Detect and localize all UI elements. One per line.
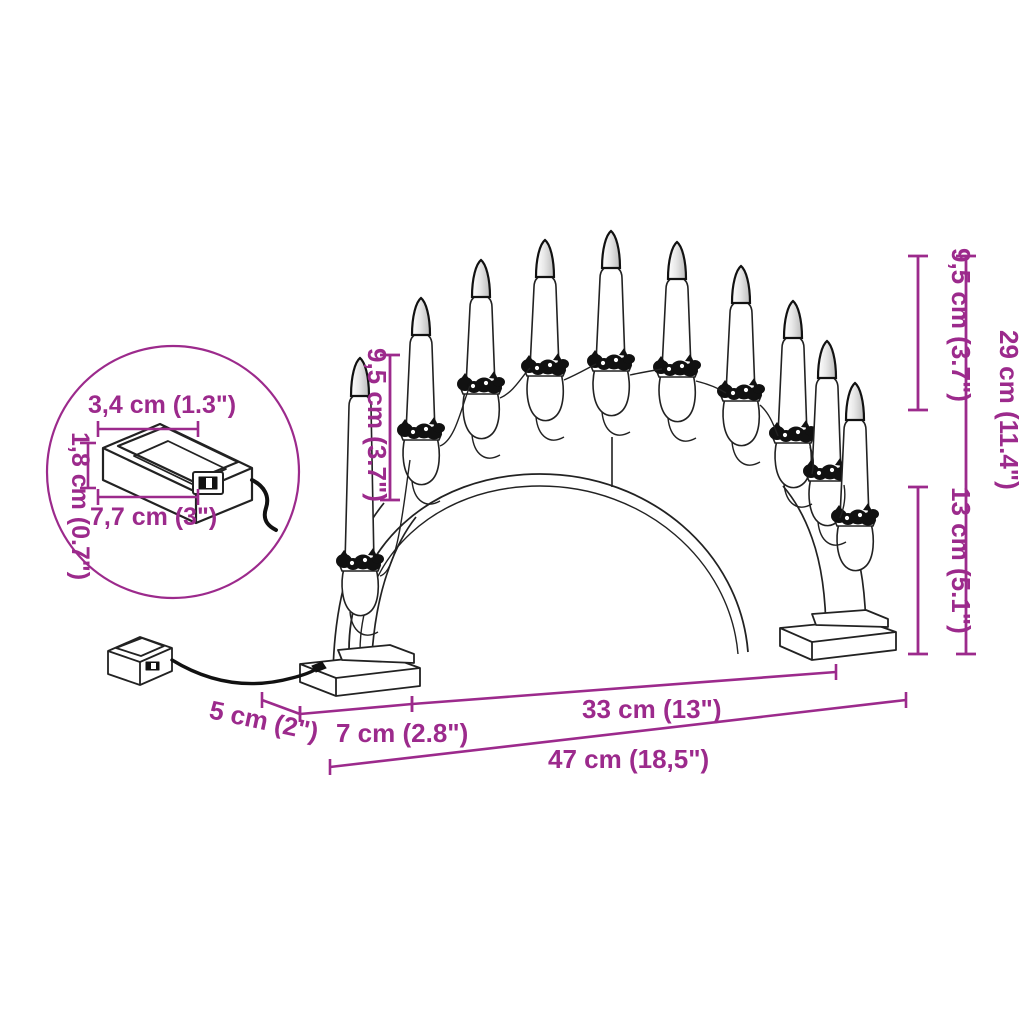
dimension-inset-height [80,441,96,490]
candle-3 [456,258,506,440]
dimension-candle-height-left [380,353,400,502]
candle-5 [586,229,636,417]
inset-battery-box [101,422,254,525]
dimension-base-depth-label: 7 cm (2.8") [336,718,468,748]
candle-1 [335,356,385,617]
battery-box [107,636,173,686]
dimension-base-height [908,485,928,656]
dimension-total-height [956,254,976,656]
base-foot-right [779,609,897,661]
dimension-inset-width [96,421,200,437]
candle-6 [652,240,702,423]
dimension-candle-height-left-label: 9,5 cm (3.7") [362,348,392,502]
candle-9 [802,339,852,527]
candle-2 [396,296,446,486]
dimension-total-width-label: 47 cm (18,5") [548,744,709,774]
candle-4 [520,238,570,422]
dimension-total-width [328,692,908,775]
dimension-arch-width [410,664,838,712]
dimension-arch-width-label: 33 cm (13") [582,694,722,724]
power-cable [170,658,320,686]
dimension-total-height-label: 29 cm (11.4") [994,330,1024,490]
dimension-inset-length [96,489,200,505]
dimension-candle-height-right [908,254,928,412]
cable-connector [311,661,327,673]
dimension-inset-width-label: 3,4 cm (1.3") [88,391,236,419]
candle-8 [768,299,818,489]
candle-7 [716,264,766,447]
candle-wiring [379,363,846,577]
candle-10 [830,381,880,572]
dimension-base-height-label: 13 cm (5.1") [946,487,976,634]
inset-power-cable [250,478,278,532]
base-foot-left [299,644,421,697]
dimension-inset-length-label: 7,7 cm (3") [90,503,217,531]
dimension-candle-height-right-label: 9,5 cm (3.7") [946,248,976,402]
candle-cup-swags [349,411,847,636]
candle-group [335,229,880,617]
dimension-inset-height-label: 1,8 cm (0.7") [66,432,94,580]
